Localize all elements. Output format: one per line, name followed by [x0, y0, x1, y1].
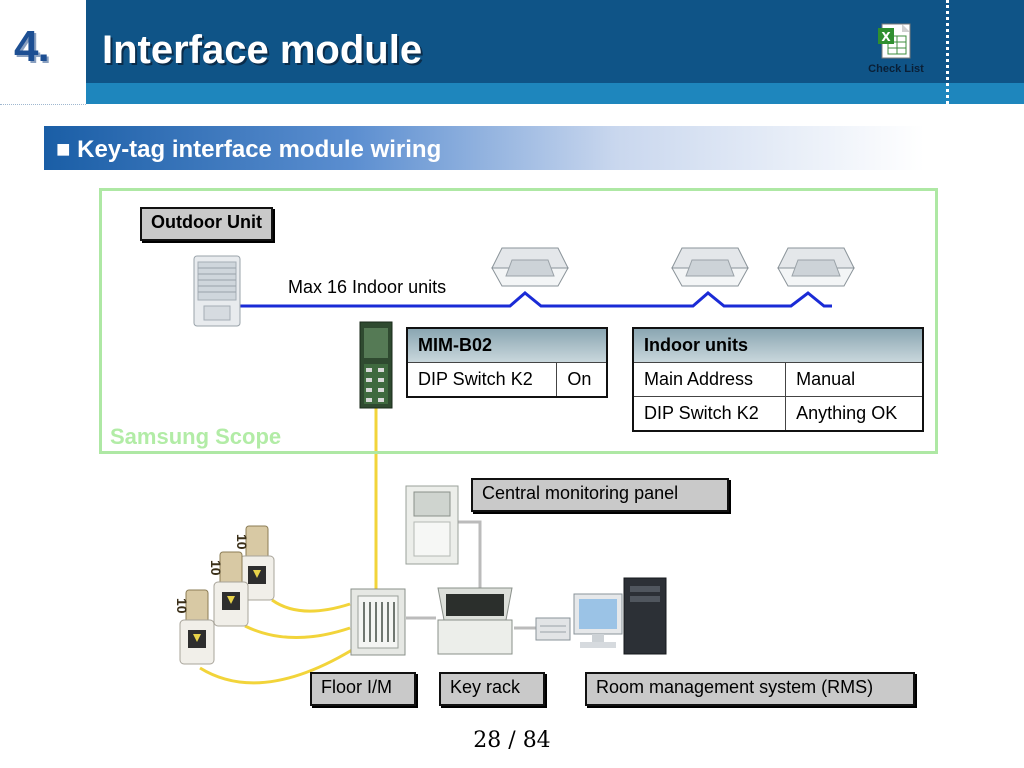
excel-document-icon: X	[878, 23, 911, 59]
key-tag-icon-1	[239, 525, 275, 601]
header-band	[86, 0, 1024, 104]
indoor-unit-icon-1	[491, 247, 569, 287]
key-tag-icon-2	[213, 551, 249, 627]
indoor-units-table: Indoor units Main Address Manual DIP Swi…	[632, 327, 924, 432]
samsung-scope-label: Samsung Scope	[110, 424, 282, 449]
page-number: 28 / 84	[473, 728, 551, 753]
panel-keyrack-wire	[458, 520, 482, 590]
mim-b02-table: MIM-B02 DIP Switch K2 On	[406, 327, 608, 398]
key-tag-number-2: 10	[208, 560, 224, 576]
mim-table-key: DIP Switch K2	[406, 362, 558, 398]
central-monitoring-panel-label: Central monitoring panel	[471, 478, 729, 512]
section-bar	[44, 126, 924, 170]
floor-im-icon	[350, 588, 406, 656]
indoor-table-key: DIP Switch K2	[632, 396, 787, 432]
floor-im-label: Floor I/M	[310, 672, 416, 706]
key-tag-number-3: 10	[174, 598, 190, 614]
indoor-table-value: Anything OK	[785, 396, 924, 432]
section-number: 4.	[14, 22, 50, 71]
svg-text:X: X	[881, 30, 891, 44]
indoor-table-header: Indoor units	[632, 327, 924, 363]
keytag-wire-3	[199, 648, 353, 685]
mim-table-value: On	[556, 362, 608, 398]
section-title: ■ Key-tag interface module wiring	[56, 136, 442, 163]
header-separator	[0, 104, 86, 105]
check-list-link[interactable]: X Check List	[858, 20, 934, 84]
header-divider	[946, 0, 949, 104]
keytag-wire-1	[271, 598, 351, 613]
bus-line-indoor	[378, 291, 832, 308]
rms-computer-icon	[535, 577, 667, 655]
key-tag-icon-3	[179, 589, 215, 665]
max-units-label: Max 16 Indoor units	[288, 277, 447, 297]
keytag-wire-2	[244, 624, 351, 640]
key-tag-number-1: 10	[234, 534, 250, 550]
check-list-label: Check List	[868, 63, 924, 75]
indoor-unit-icon-3	[777, 247, 855, 287]
central-monitoring-panel-icon	[405, 485, 459, 565]
key-rack-icon	[437, 587, 513, 655]
mim-table-header: MIM-B02	[406, 327, 608, 363]
indoor-unit-icon-2	[671, 247, 749, 287]
header-number-area	[0, 0, 86, 104]
samsung-scope-frame	[99, 188, 938, 454]
mim-b02-board-icon	[359, 321, 393, 409]
outdoor-unit-icon	[193, 255, 241, 327]
key-rack-label: Key rack	[439, 672, 545, 706]
rms-label: Room management system (RMS)	[585, 672, 915, 706]
indoor-table-value: Manual	[785, 362, 924, 397]
page-title: Interface module	[102, 28, 423, 72]
indoor-table-key: Main Address	[632, 362, 787, 397]
outdoor-unit-label: Outdoor Unit	[140, 207, 273, 241]
